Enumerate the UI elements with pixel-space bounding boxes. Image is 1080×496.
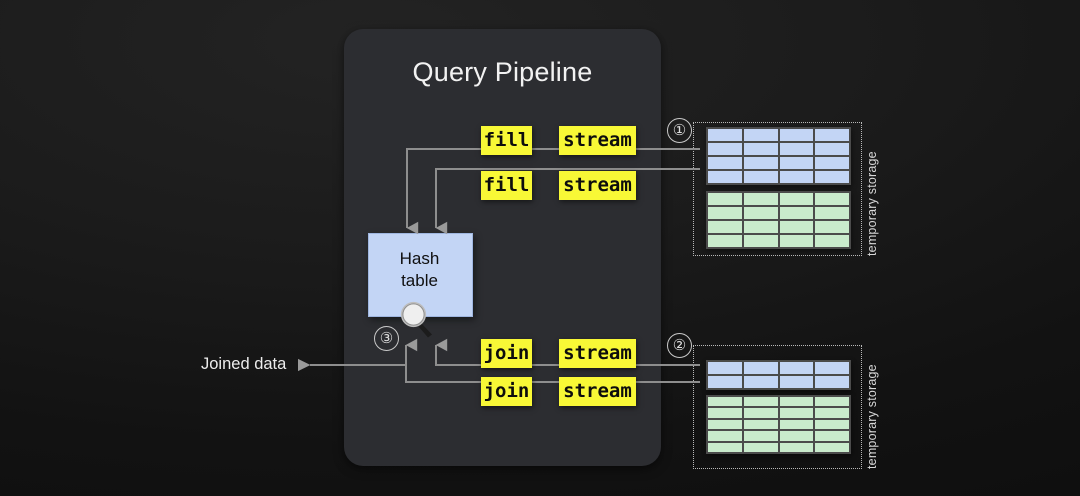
cell xyxy=(778,234,815,248)
storage-2-table-blue xyxy=(706,360,851,390)
cell xyxy=(707,234,743,248)
cell xyxy=(707,206,743,220)
cell xyxy=(778,156,815,170)
cell xyxy=(742,206,779,220)
cell xyxy=(814,418,850,431)
cell xyxy=(814,142,850,156)
cell xyxy=(814,128,850,142)
cell xyxy=(814,361,850,375)
cell xyxy=(778,396,815,408)
cell xyxy=(814,220,850,234)
magnifying-glass-icon xyxy=(400,301,432,338)
marker-one: ① xyxy=(667,118,692,143)
cell xyxy=(814,234,850,248)
cell xyxy=(814,156,850,170)
cell xyxy=(742,128,779,142)
cell xyxy=(814,407,850,419)
cell xyxy=(707,375,743,389)
cell xyxy=(707,142,743,156)
cell xyxy=(778,441,815,453)
marker-three: ③ xyxy=(374,326,399,351)
operator-join-2[interactable]: join xyxy=(481,377,532,406)
operator-stream-1[interactable]: stream xyxy=(559,126,636,155)
cell xyxy=(742,156,779,170)
cell xyxy=(707,430,743,442)
cell xyxy=(814,430,850,442)
cell xyxy=(707,128,743,142)
cell xyxy=(778,192,815,206)
cell xyxy=(742,234,779,248)
storage-2-table-green xyxy=(706,395,851,454)
hash-table-label: Hash table xyxy=(368,248,471,292)
cell xyxy=(742,441,779,453)
storage-1-table-blue xyxy=(706,127,851,185)
cell xyxy=(814,170,850,184)
joined-data-label: Joined data xyxy=(201,355,287,373)
cell xyxy=(778,142,815,156)
cell xyxy=(742,375,779,389)
hash-table-label-line2: table xyxy=(401,271,438,290)
temporary-storage-1 xyxy=(693,122,862,256)
cell xyxy=(742,220,779,234)
operator-fill-2[interactable]: fill xyxy=(481,171,532,200)
operator-fill-1[interactable]: fill xyxy=(481,126,532,155)
cell xyxy=(814,375,850,389)
cell xyxy=(707,407,743,419)
cell xyxy=(778,206,815,220)
cell xyxy=(707,192,743,206)
cell xyxy=(778,430,815,442)
cell xyxy=(707,220,743,234)
cell xyxy=(814,396,850,408)
cell xyxy=(778,375,815,389)
cell xyxy=(778,128,815,142)
cell xyxy=(742,430,779,442)
cell xyxy=(778,170,815,184)
cell xyxy=(742,361,779,375)
cell xyxy=(814,441,850,453)
cell xyxy=(707,361,743,375)
cell xyxy=(814,192,850,206)
cell xyxy=(814,206,850,220)
operator-stream-3[interactable]: stream xyxy=(559,339,636,368)
cell xyxy=(742,418,779,431)
hash-table-label-line1: Hash xyxy=(399,249,440,268)
operator-join-1[interactable]: join xyxy=(481,339,532,368)
cell xyxy=(778,220,815,234)
cell xyxy=(707,156,743,170)
cell xyxy=(742,142,779,156)
cell xyxy=(707,441,743,453)
marker-two: ② xyxy=(667,333,692,358)
cell xyxy=(742,407,779,419)
cell xyxy=(778,418,815,431)
cell xyxy=(742,192,779,206)
cell xyxy=(707,418,743,431)
temporary-storage-2 xyxy=(693,345,862,469)
cell xyxy=(707,396,743,408)
cell xyxy=(707,170,743,184)
cell xyxy=(742,396,779,408)
cell xyxy=(778,407,815,419)
cell xyxy=(778,361,815,375)
cell xyxy=(742,170,779,184)
operator-stream-4[interactable]: stream xyxy=(559,377,636,406)
operator-stream-2[interactable]: stream xyxy=(559,171,636,200)
page-title: Query Pipeline xyxy=(412,57,593,87)
storage-1-table-green xyxy=(706,191,851,249)
